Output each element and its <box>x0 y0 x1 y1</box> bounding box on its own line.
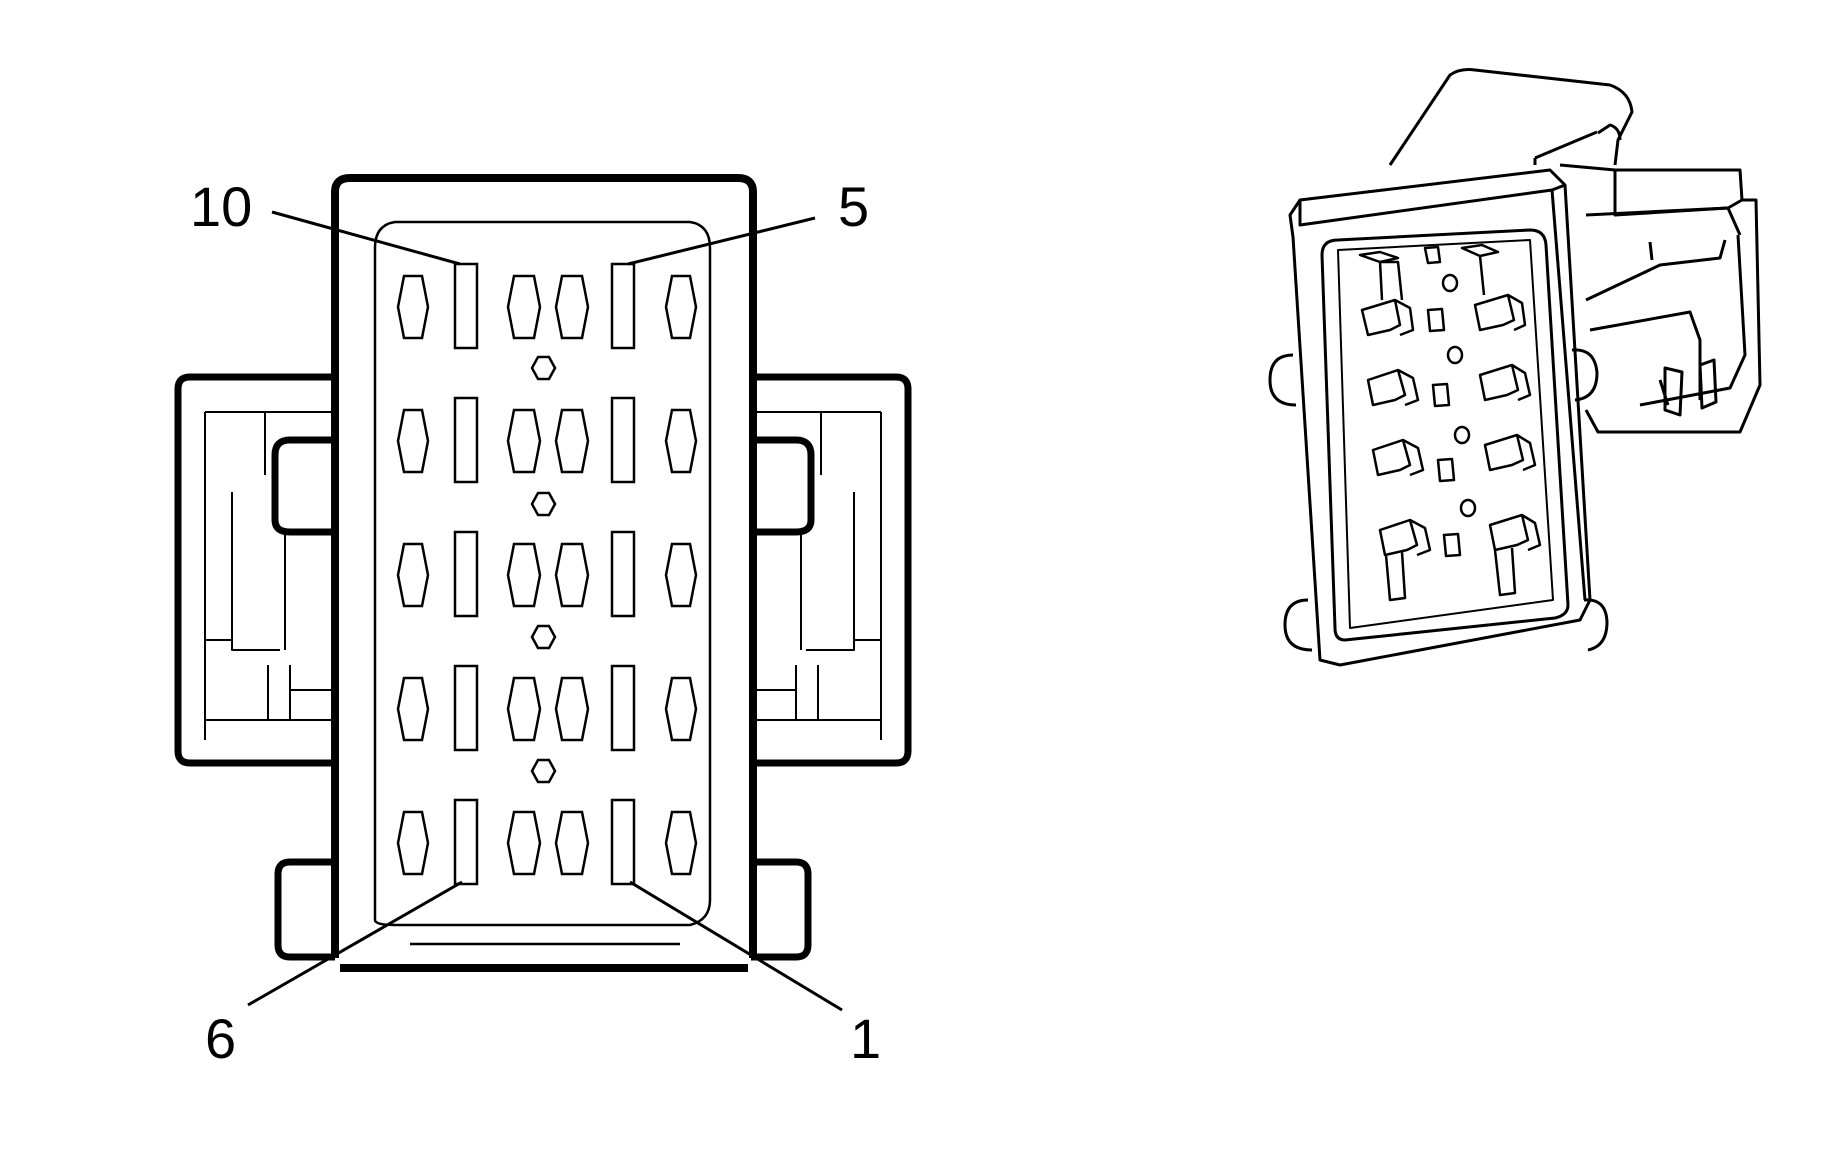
leader-line-1 <box>629 880 843 1012</box>
rear-tab <box>1663 366 1684 417</box>
rear-latch-housing <box>1559 163 1762 434</box>
pin-row <box>396 530 698 618</box>
keying-hole-1 <box>530 355 557 381</box>
terminal-blade <box>610 530 636 618</box>
front-housing-inner-edge <box>1298 183 1566 227</box>
pin-row <box>396 396 698 484</box>
pin-cavity-cell <box>506 408 542 474</box>
pin-row <box>396 262 698 350</box>
pin-cavity-cell <box>664 408 698 474</box>
rear-latch-detail-2 <box>1585 206 1742 236</box>
cable-boot <box>1388 68 1634 166</box>
leader-line-6 <box>247 880 463 1007</box>
side-bump-upper-right <box>1571 348 1599 402</box>
rear-latch-detail-6 <box>1648 241 1654 261</box>
pin-cavity-cell <box>554 408 590 474</box>
terminal-blade <box>453 664 479 752</box>
connector-housing <box>331 174 757 958</box>
perspective-cavity <box>1320 228 1570 642</box>
pin-cavity-cell <box>396 810 430 876</box>
terminal-blade <box>453 530 479 618</box>
right-latch-ear <box>751 373 912 767</box>
pin-cavity-cell <box>554 542 590 608</box>
keying-hole-4 <box>530 758 557 784</box>
leader-line-10 <box>271 210 461 266</box>
pin-label-10: 10 <box>190 175 252 238</box>
pin-leader-lines <box>247 210 843 1012</box>
perspective-center-features <box>1423 245 1477 558</box>
pin-cavity-cell <box>396 676 430 742</box>
rear-tab-2 <box>1698 358 1718 410</box>
terminal-blade <box>453 798 479 886</box>
left-latch-ear <box>174 373 335 767</box>
terminal-blade <box>610 396 636 484</box>
perspective-terminals-left <box>1358 250 1432 602</box>
front-housing <box>1288 168 1592 667</box>
bottom-right-foot <box>751 858 812 961</box>
keying-holes <box>530 355 557 784</box>
terminal-blade <box>453 396 479 484</box>
pin-cavity-cell <box>506 274 542 340</box>
keying-hole-2 <box>530 491 557 517</box>
pin-cavity-cell <box>506 542 542 608</box>
front-housing-side <box>1550 189 1587 601</box>
pin-label-5: 5 <box>838 175 869 238</box>
cable-boot-ridge <box>1533 130 1598 165</box>
pin-cavity-cell <box>554 274 590 340</box>
pin-grid <box>396 262 698 886</box>
pin-cavity-cell <box>664 274 698 340</box>
pin-cavity-cell <box>396 408 430 474</box>
pin-cavity-cell <box>396 542 430 608</box>
rear-latch-detail-5 <box>1589 310 1702 400</box>
rear-latch-detail-4 <box>1585 239 1727 302</box>
side-bump-lower-left <box>1283 598 1313 652</box>
pin-cavity-cell <box>506 676 542 742</box>
terminal-blade <box>453 262 479 350</box>
bottom-left-foot <box>274 858 335 961</box>
pin-row <box>396 664 698 752</box>
pin-cavity-cell <box>554 810 590 876</box>
pin-label-1: 1 <box>850 1007 881 1070</box>
side-bump-lower-right <box>1583 598 1609 652</box>
perspective-terminals-right <box>1460 243 1542 597</box>
pin-row <box>396 798 698 886</box>
pin-cavity-cell <box>554 676 590 742</box>
pin-cavity-cell <box>506 810 542 876</box>
pin-cavity-cell <box>396 274 430 340</box>
cavity-inner <box>1337 239 1554 629</box>
terminal-blade <box>610 664 636 752</box>
pin-cavity-cell <box>664 810 698 876</box>
connector-front-view <box>174 174 912 972</box>
side-bump-upper-left <box>1268 353 1297 407</box>
leader-line-5 <box>627 216 816 266</box>
keying-hole-3 <box>530 624 557 650</box>
connector-perspective-view <box>1268 68 1762 667</box>
pin-label-6: 6 <box>205 1007 236 1070</box>
rear-latch-detail-3 <box>1639 234 1747 407</box>
terminal-blade <box>610 262 636 350</box>
pin-cavity-cell <box>664 542 698 608</box>
terminal-blade <box>610 798 636 886</box>
pin-labels: 10 5 6 1 <box>190 175 881 1070</box>
pin-cavity-cell <box>664 676 698 742</box>
